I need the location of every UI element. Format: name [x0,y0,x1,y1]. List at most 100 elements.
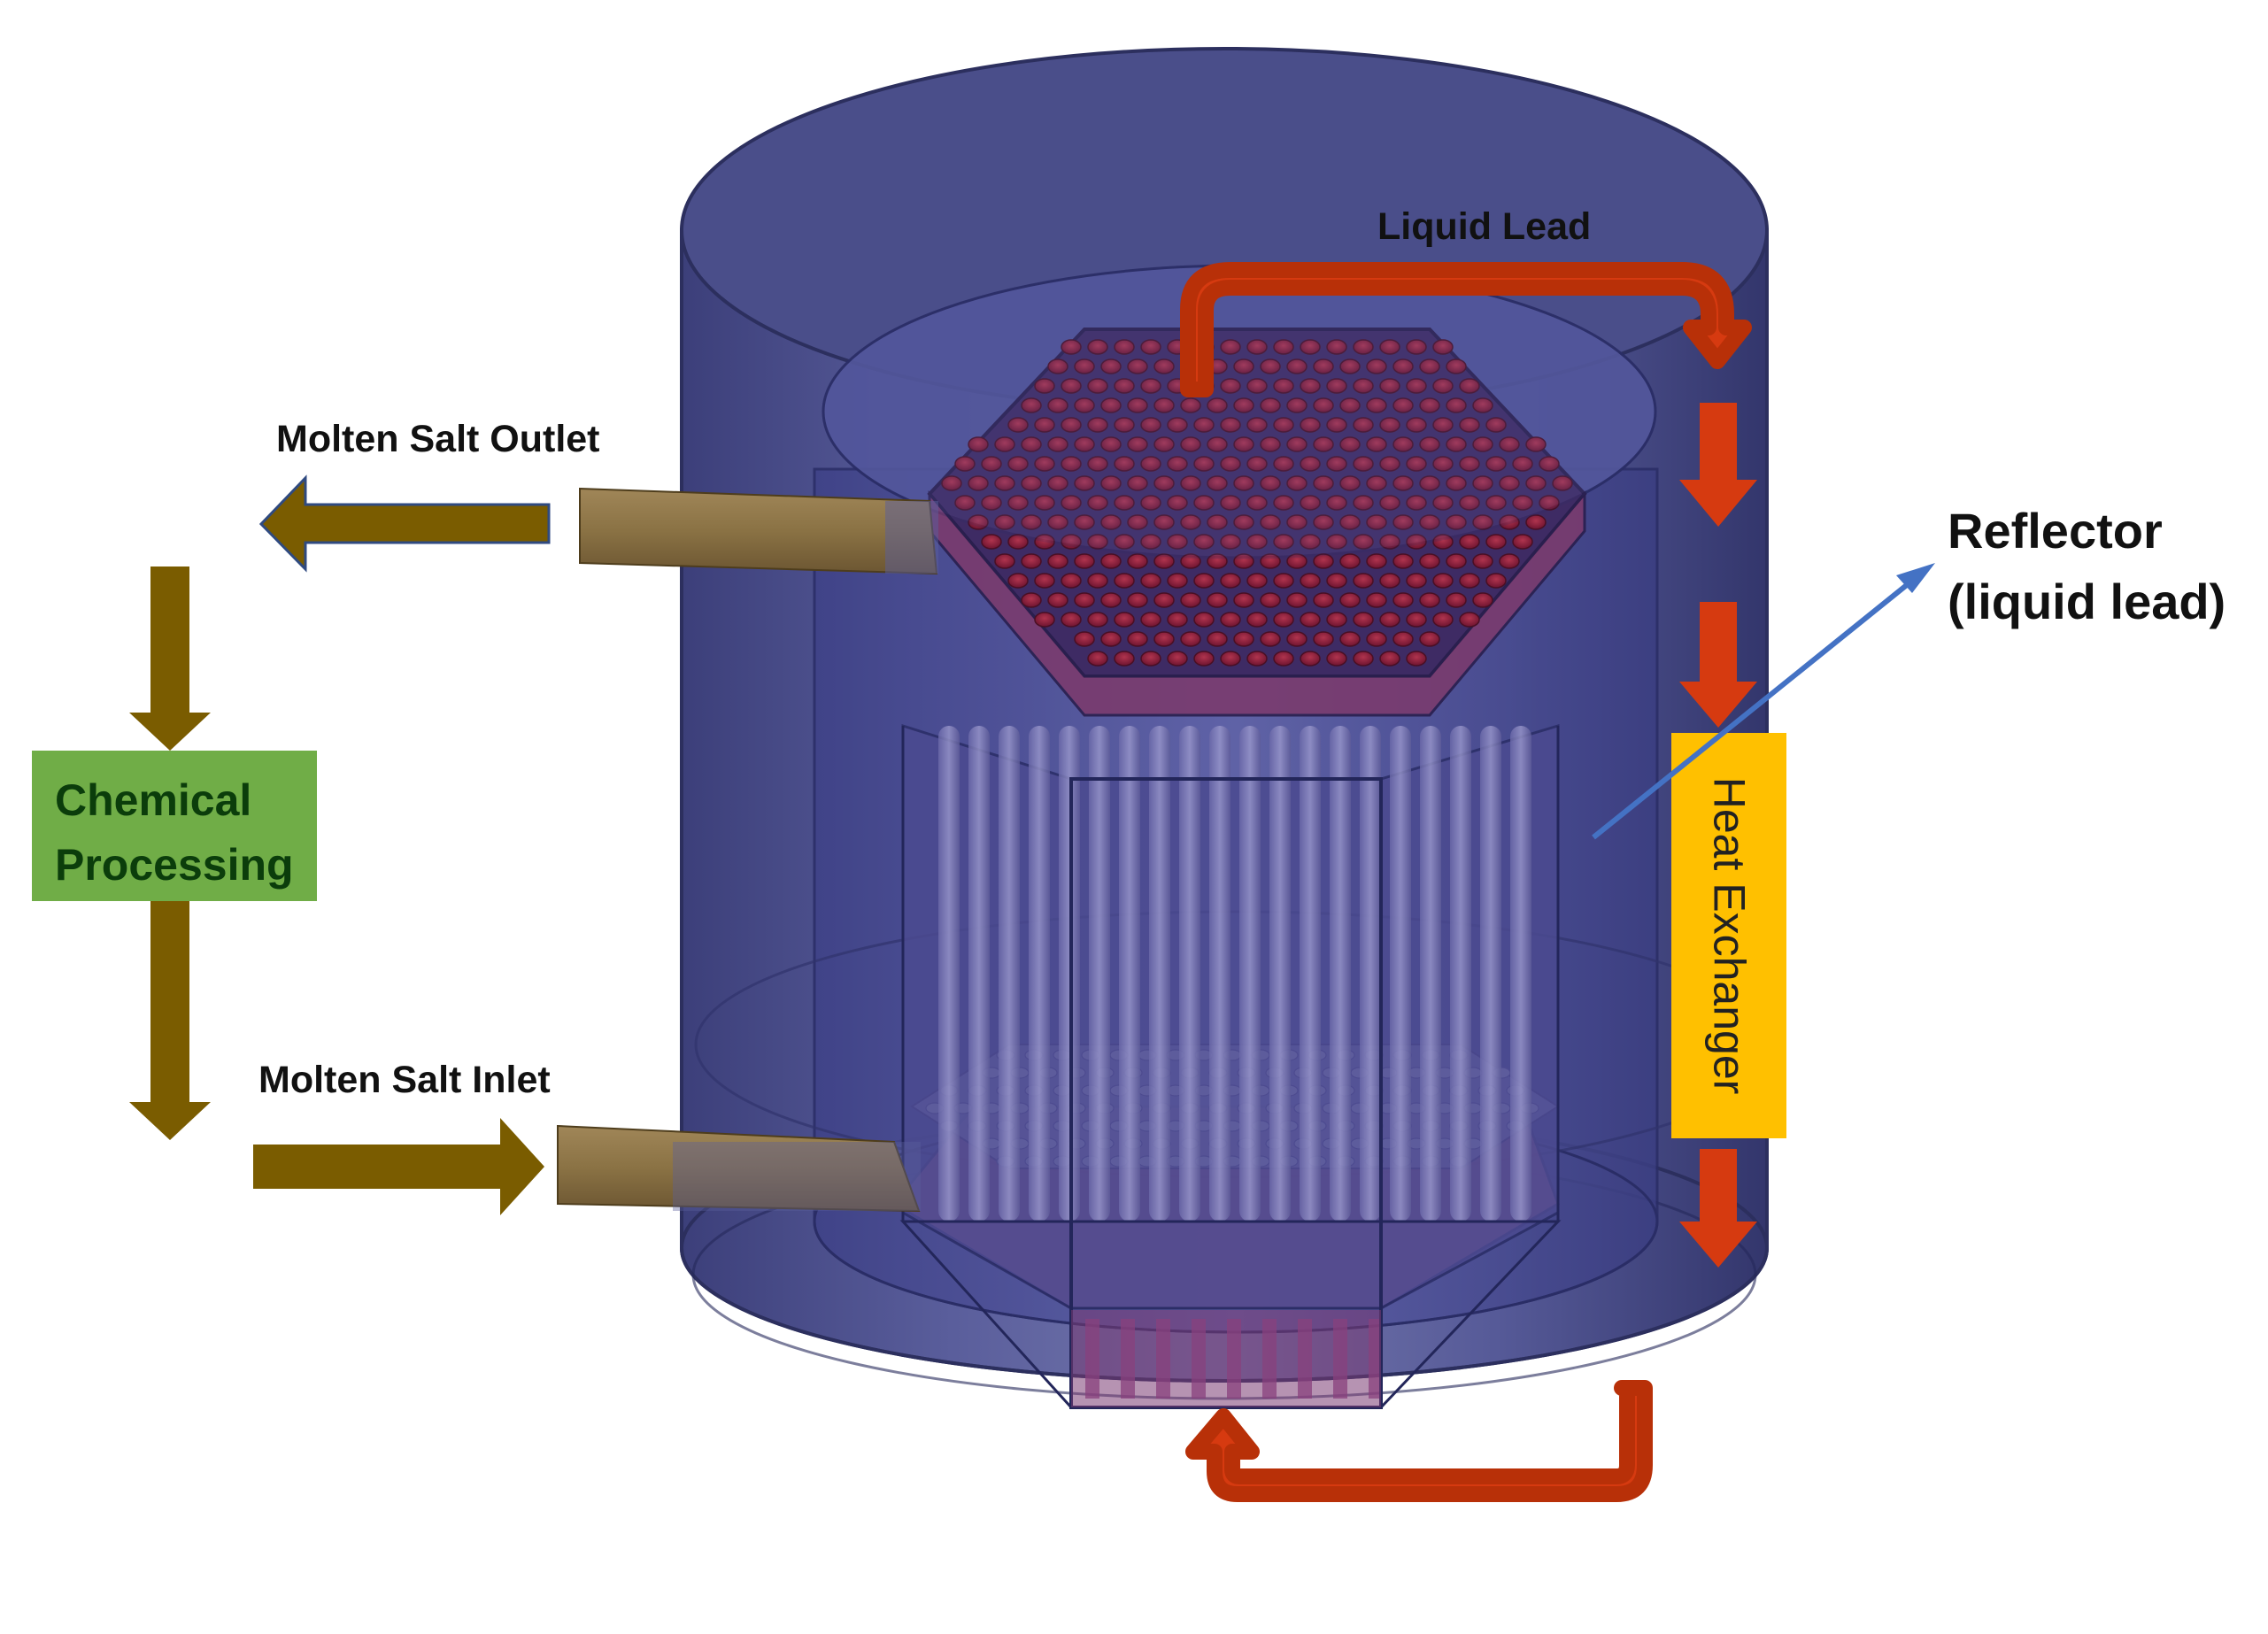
plate-hole [1406,378,1427,394]
plate-hole [1061,456,1082,472]
plate-hole [1525,475,1547,491]
plate-hole [1339,358,1361,374]
plate-hole [1366,397,1387,413]
plate-hole [1127,436,1148,452]
plate-hole [1260,475,1281,491]
plate-hole [1140,417,1161,433]
plate-hole [1379,612,1400,628]
plate-hole [1286,397,1308,413]
plate-hole [1472,553,1493,569]
plate-hole [1353,378,1374,394]
fuel-rod [1149,726,1170,1222]
plate-hole [1446,514,1467,530]
plate-hole [1339,592,1361,608]
plate-hole [1419,475,1440,491]
plate-hole [1100,358,1122,374]
plate-hole [1419,514,1440,530]
molten-salt-inlet-label: Molten Salt Inlet [258,1059,551,1101]
fuel-rod [1239,726,1261,1222]
plate-hole [1339,514,1361,530]
plate-hole [1499,436,1520,452]
plate-hole [1419,553,1440,569]
plate-hole [981,456,1002,472]
plate-hole [1207,553,1228,569]
plate-hole [1300,495,1321,511]
plate-hole [1432,573,1454,589]
plate-hole [1406,339,1427,355]
plate-hole [1220,378,1241,394]
plate-hole [1273,417,1294,433]
plate-hole [1339,397,1361,413]
plate-hole [1260,397,1281,413]
plate-hole [1114,495,1135,511]
plate-hole [1485,456,1507,472]
plate-hole [1180,631,1201,647]
plate-hole [1406,651,1427,667]
plate-hole [1047,397,1068,413]
plate-hole [1446,358,1467,374]
plate-hole [1432,612,1454,628]
plate-hole [1061,339,1082,355]
plate-hole [1392,397,1414,413]
plate-hole [1339,436,1361,452]
plate-hole [1087,339,1108,355]
plate-hole [1061,534,1082,550]
plate-hole [981,534,1002,550]
plate-hole [1286,631,1308,647]
plate-hole [1087,651,1108,667]
plate-hole [994,475,1015,491]
plate-hole [981,495,1002,511]
plate-hole [1061,573,1082,589]
plate-hole [1286,475,1308,491]
plate-hole [1153,358,1175,374]
fuel-rod [1330,726,1351,1222]
plate-hole [1193,495,1215,511]
plate-hole [1127,358,1148,374]
plate-hole [1499,514,1520,530]
plate-hole [1432,378,1454,394]
plate-hole [1353,534,1374,550]
fuel-rod-bundle [899,723,1562,1409]
plate-hole [1140,651,1161,667]
plate-hole [1180,592,1201,608]
plate-hole [1512,534,1533,550]
plate-hole [1021,514,1042,530]
plate-hole [1127,475,1148,491]
plate-hole [1047,358,1068,374]
plate-hole [1074,514,1095,530]
plate-hole [1286,358,1308,374]
plate-hole [1153,436,1175,452]
plate-hole [1419,397,1440,413]
plate-hole [1021,397,1042,413]
fuel-rod [999,726,1020,1222]
plate-hole [1273,456,1294,472]
plate-hole [1180,514,1201,530]
plate-hole [1087,378,1108,394]
plate-hole [1286,436,1308,452]
plate-hole [1406,495,1427,511]
plate-hole [1459,612,1480,628]
plate-hole [1207,592,1228,608]
plate-hole [1047,514,1068,530]
plate-hole [1167,573,1188,589]
plate-hole [941,475,962,491]
plate-hole [1353,573,1374,589]
plate-hole [1406,417,1427,433]
plate-hole [1127,631,1148,647]
plate-hole [1047,475,1068,491]
fuel-rod [1119,726,1140,1222]
plate-hole [1366,553,1387,569]
plate-hole [1087,417,1108,433]
plate-hole [1366,592,1387,608]
plate-hole [1313,475,1334,491]
plate-hole [1459,534,1480,550]
plate-hole [1007,417,1029,433]
plate-hole [1406,573,1427,589]
plate-hole [1499,553,1520,569]
plate-hole [968,475,989,491]
plate-hole [1246,651,1268,667]
plate-hole [1034,573,1055,589]
plate-hole [1485,417,1507,433]
plate-hole [1353,495,1374,511]
plate-hole [1353,339,1374,355]
